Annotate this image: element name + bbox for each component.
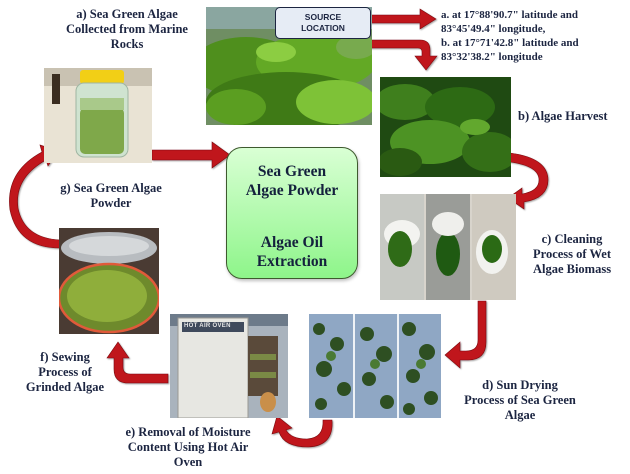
photo-grinding-algae	[59, 228, 159, 334]
step-d-line1: d) Sun Drying	[482, 378, 558, 392]
arrow-c-to-d	[444, 300, 487, 369]
center-result-box: Sea Green Algae Powder Algae Oil Extract…	[226, 147, 358, 279]
step-f-line2: Process of	[38, 365, 92, 379]
source-line2: LOCATION	[301, 23, 345, 33]
photo-cleaning-algae	[380, 194, 516, 300]
step-a-label: a) Sea Green Algae Collected from Marine…	[48, 7, 206, 52]
photo-algae-powder-jar	[44, 68, 152, 163]
arrow-g-to-center	[151, 141, 231, 169]
photo-hot-air-oven: HOT AIR OVEN	[170, 314, 288, 418]
step-a-line3: Rocks	[110, 37, 144, 51]
step-g-line2: Powder	[90, 196, 132, 210]
source-line1: SOURCE	[304, 12, 342, 22]
center-result-line1: Algae Oil	[260, 234, 324, 251]
step-e-label: e) Removal of Moisture Content Using Hot…	[108, 425, 268, 470]
step-e-line1: e) Removal of Moisture	[125, 425, 251, 439]
arrow-source-to-b-elbow	[357, 39, 438, 71]
arrow-f-to-g	[9, 144, 61, 249]
step-c-line2: Process of Wet	[533, 247, 611, 261]
oven-sign: HOT AIR OVEN	[184, 323, 231, 329]
photo-algae-on-rocks	[206, 7, 372, 125]
coordinates-block: a. at 17°88'90.7" latitude and 83°45'49.…	[441, 8, 626, 64]
step-d-label: d) Sun Drying Process of Sea Green Algae	[450, 378, 590, 423]
step-c-line3: Algae Biomass	[532, 262, 612, 276]
center-title-line2: Algae Powder	[245, 182, 339, 199]
photo-sun-drying	[309, 314, 441, 418]
step-c-label: c) Cleaning Process of Wet Algae Biomass	[514, 232, 630, 277]
coord-b-line2: 83°32'38.2" longitude	[441, 51, 543, 63]
coord-a-line1: a. at 17°88'90.7" latitude and	[441, 9, 579, 21]
step-f-line1: f) Sewing	[40, 350, 90, 364]
step-g-label: g) Sea Green Algae Powder	[46, 181, 176, 211]
coord-a-line2: 83°45'49.4" longitude,	[441, 23, 546, 35]
photo-algae-harvest	[380, 77, 511, 177]
arrow-e-to-f	[106, 341, 169, 384]
arrow-d-to-e	[271, 415, 333, 448]
center-title-line1: Sea Green	[257, 163, 327, 180]
step-a-line2: Collected from Marine	[66, 22, 188, 36]
step-b-label: b) Algae Harvest	[518, 109, 630, 124]
arrow-source-to-a	[369, 8, 437, 30]
step-e-line3: Oven	[173, 455, 203, 469]
source-location-box: SOURCE LOCATION	[275, 7, 371, 39]
step-f-line3: Grinded Algae	[25, 380, 105, 394]
step-a-line1: a) Sea Green Algae	[76, 7, 178, 21]
center-result-line2: Extraction	[256, 253, 328, 270]
arrow-b-to-c	[507, 152, 549, 210]
step-g-line1: g) Sea Green Algae	[60, 181, 162, 195]
step-d-line3: Algae	[504, 408, 536, 422]
step-c-line1: c) Cleaning	[541, 232, 603, 246]
step-e-line2: Content Using Hot Air	[127, 440, 249, 454]
step-b-line1: b) Algae Harvest	[518, 109, 608, 123]
step-d-line2: Process of Sea Green	[464, 393, 576, 407]
step-f-label: f) Sewing Process of Grinded Algae	[20, 350, 110, 395]
coord-b-line1: b. at 17°71'42.8" latitude and	[441, 37, 579, 49]
